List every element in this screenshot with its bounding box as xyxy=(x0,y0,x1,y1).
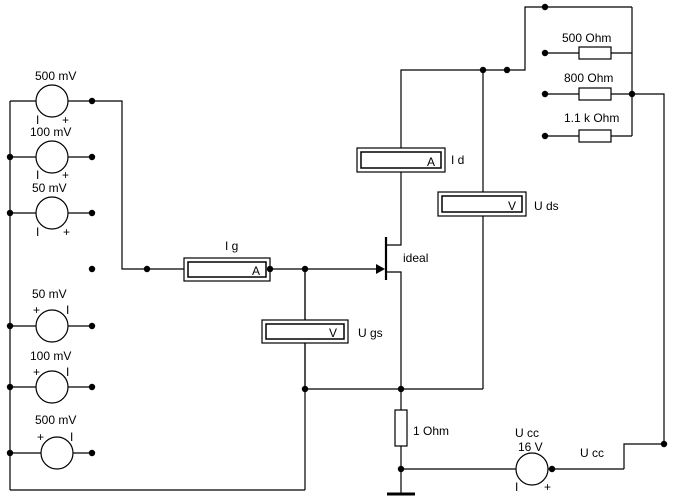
source-3-left-sign: I xyxy=(36,225,39,239)
supply-node-bottom xyxy=(548,465,556,473)
source-4-right-sign: I xyxy=(66,303,69,317)
source-2-value: 100 mV xyxy=(30,125,71,139)
source-4-left-sign: + xyxy=(33,303,40,317)
voltage-source-4[interactable]: 50 mV + I xyxy=(6,287,96,343)
supply-right-sign: + xyxy=(544,480,551,494)
source-1-left-sign: I xyxy=(36,113,39,127)
ugs-lower-node xyxy=(301,385,309,393)
gate-node-left xyxy=(143,265,151,273)
resistor-500-ohm[interactable]: 500 Ohm xyxy=(541,3,632,60)
source-6-left-sign: + xyxy=(37,430,44,444)
source-5-value: 100 mV xyxy=(30,349,71,363)
voltage-source-3[interactable]: 50 mV I + xyxy=(6,181,96,239)
supply-feed-wire xyxy=(632,93,665,444)
voltage-source-6[interactable]: 500 mV + I xyxy=(6,413,96,470)
transistor-label: ideal xyxy=(403,251,428,265)
supply-source-ucc[interactable]: U cc 16 V I + xyxy=(515,426,551,494)
source-5-right-sign: I xyxy=(66,365,69,379)
voltage-source-5[interactable]: 100 mV + I xyxy=(6,349,96,404)
source-2-right-sign: + xyxy=(62,168,69,182)
voltmeter-ugs-symbol: V xyxy=(329,326,337,340)
resistor-800-ohm[interactable]: 800 Ohm xyxy=(541,71,632,101)
source-3-value: 50 mV xyxy=(32,181,67,195)
ammeter-ig-symbol: A xyxy=(252,264,260,278)
jfet-transistor[interactable]: ideal xyxy=(384,229,428,389)
gate-arrow-icon xyxy=(376,264,385,274)
resistor-800-label: 800 Ohm xyxy=(564,71,613,85)
ammeter-ig[interactable]: A I g xyxy=(183,239,271,282)
voltmeter-uds-symbol: V xyxy=(508,199,516,213)
source-3-right-sign: + xyxy=(63,225,70,239)
source-5-left-sign: + xyxy=(33,365,40,379)
source-6-right-sign: I xyxy=(70,430,73,444)
ammeter-ig-label: I g xyxy=(225,239,238,253)
drain-upper-wire xyxy=(400,69,483,148)
supply-node-right xyxy=(660,440,668,448)
voltmeter-uds[interactable]: V U ds xyxy=(437,70,559,389)
source-select-wire xyxy=(92,100,184,270)
resistor-500-label: 500 Ohm xyxy=(562,31,611,45)
source-6-value: 500 mV xyxy=(35,413,76,427)
supply-name: U cc xyxy=(515,426,539,440)
voltage-source-2[interactable]: 100 mV I + xyxy=(6,125,96,182)
voltmeter-ugs-label: U gs xyxy=(358,326,383,340)
supply-value: 16 V xyxy=(518,440,543,454)
voltmeter-uds-label: U ds xyxy=(534,199,559,213)
resistor-1-1k-ohm[interactable]: 1.1 k Ohm xyxy=(541,111,632,143)
resistor-1-ohm-label: 1 Ohm xyxy=(413,424,449,438)
source-4-value: 50 mV xyxy=(32,287,67,301)
supply-link-wire xyxy=(623,443,664,469)
ammeter-id-symbol: A xyxy=(427,155,435,169)
source-2-left-sign: I xyxy=(36,168,39,182)
source-1-value: 500 mV xyxy=(35,69,76,83)
switch-arm-wire xyxy=(507,6,545,71)
open-terminal[interactable] xyxy=(88,265,96,273)
ammeter-id-label: I d xyxy=(451,153,464,167)
supply-node-label: U cc xyxy=(580,446,604,460)
resistor-1-1k-label: 1.1 k Ohm xyxy=(564,111,619,125)
source-1-right-sign: + xyxy=(62,113,69,127)
supply-left-sign: I xyxy=(515,480,518,494)
ammeter-id[interactable]: A I d xyxy=(356,147,464,173)
voltage-source-1[interactable]: 500 mV I + xyxy=(10,69,96,127)
gate-node-mid xyxy=(266,265,274,273)
voltmeter-ugs[interactable]: V U gs xyxy=(261,269,383,389)
resistor-1-ohm[interactable]: 1 Ohm xyxy=(394,409,449,447)
